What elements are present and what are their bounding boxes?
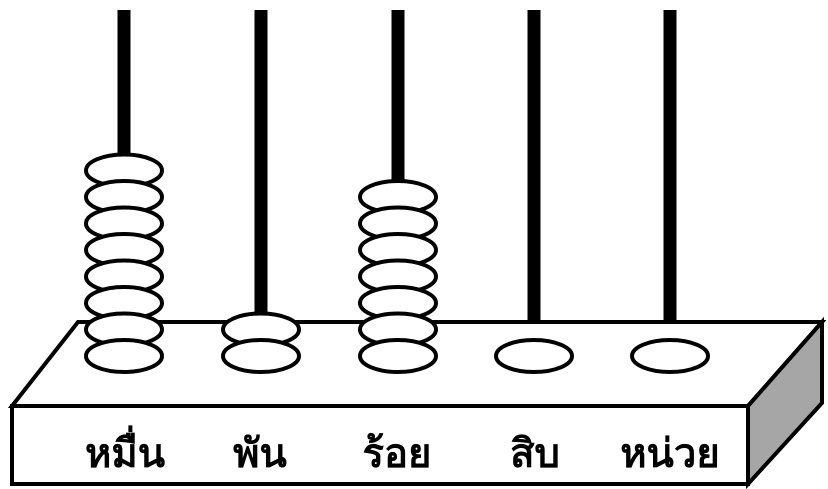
bead — [221, 338, 301, 374]
bead-stack-hundreds — [358, 179, 438, 374]
bead-stack-thousands — [221, 311, 301, 374]
bead-stack-units — [630, 338, 710, 374]
rod-label-ten-thousands: หมื่น — [84, 431, 166, 477]
bead-stack-ten-thousands — [84, 152, 164, 374]
bead — [84, 338, 164, 374]
rod-label-units: หน่วย — [620, 431, 720, 477]
bead — [494, 338, 574, 374]
bead-stack-tens — [494, 338, 574, 374]
bead — [630, 338, 710, 374]
rod-label-thousands: พัน — [233, 431, 287, 477]
rod-label-tens: สิบ — [510, 431, 560, 477]
rod-label-hundreds: ร้อย — [362, 431, 432, 477]
base-front-face — [10, 404, 750, 486]
bead — [358, 338, 438, 374]
